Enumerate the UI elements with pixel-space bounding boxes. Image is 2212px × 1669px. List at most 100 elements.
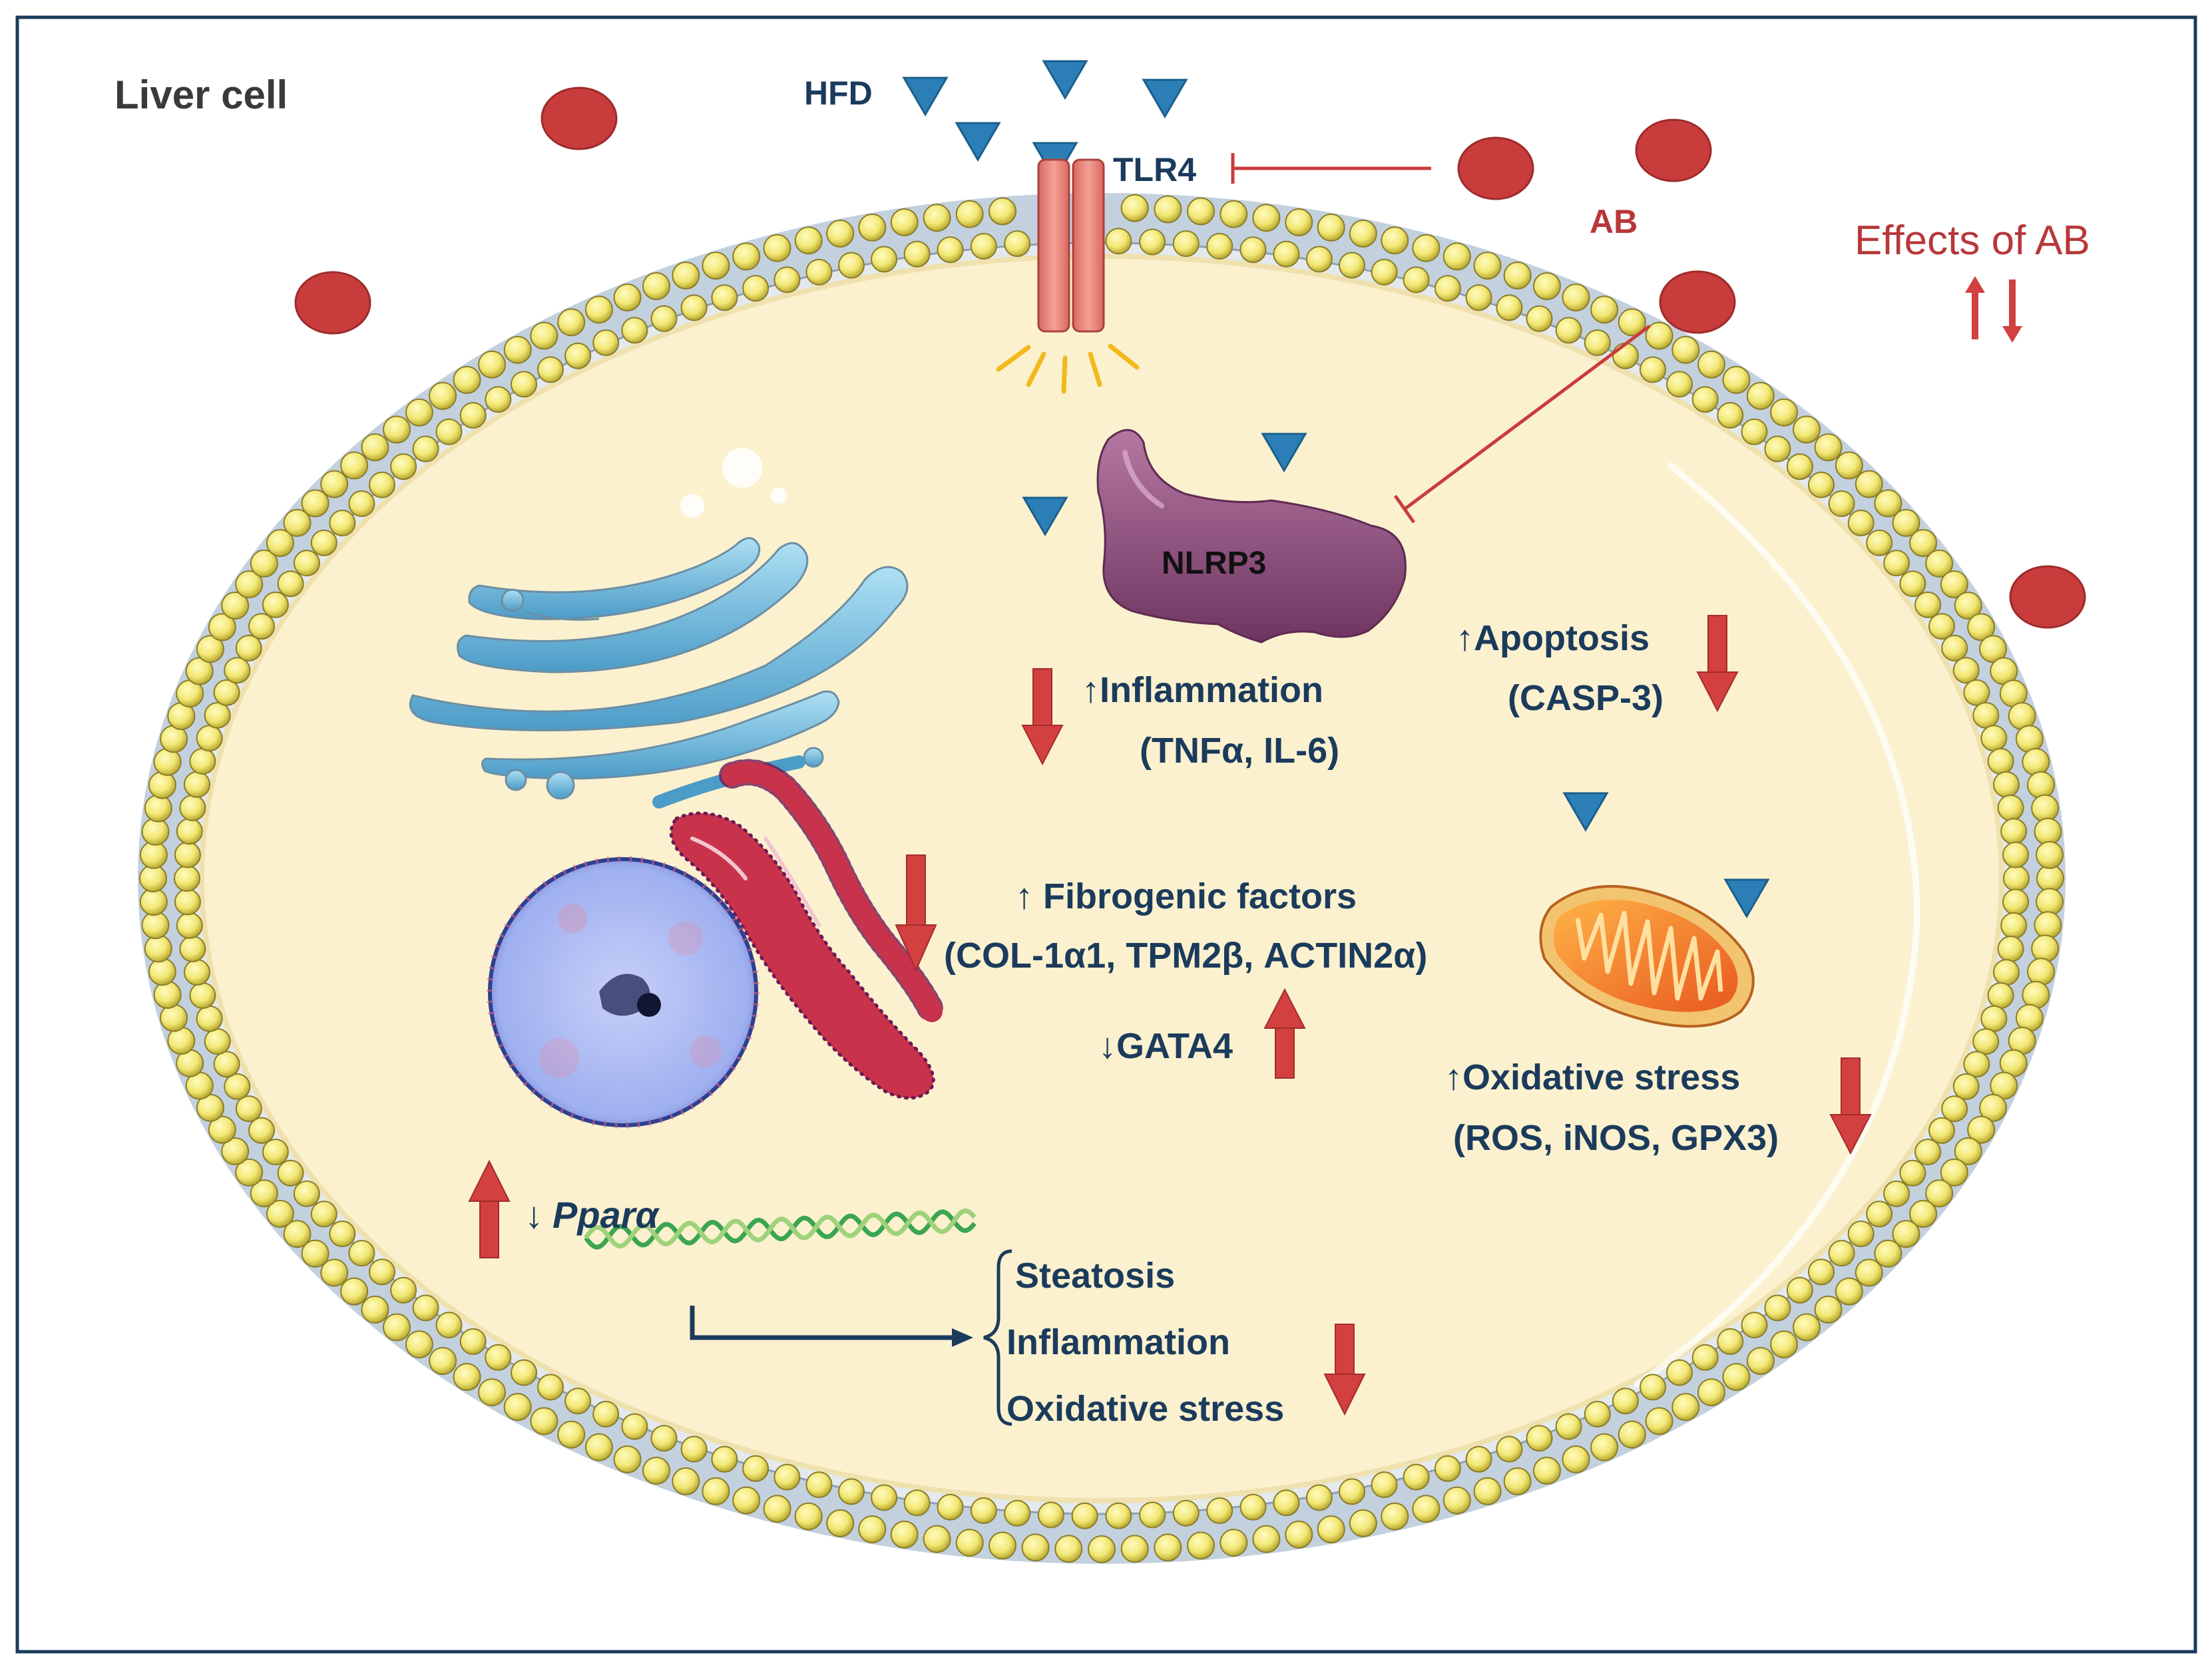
lipid-head: [584, 295, 613, 324]
lipid-head: [1371, 1471, 1398, 1499]
lipid-head: [1139, 228, 1166, 256]
lipid-head: [1285, 208, 1313, 236]
lipid-head: [1814, 1295, 1843, 1324]
tlr4-subunit-left: [1037, 158, 1070, 333]
lipid-head: [511, 371, 537, 398]
lipid-head: [1892, 1220, 1920, 1248]
lipid-head: [179, 795, 206, 821]
lipid-head: [702, 1477, 730, 1505]
lipid-head: [1120, 194, 1149, 222]
lipid-head: [537, 1374, 564, 1401]
lipid-head: [1954, 592, 1982, 620]
lipid-head: [1666, 371, 1693, 398]
lipid-head: [672, 262, 700, 289]
lipid-head: [763, 234, 791, 262]
lipid-head: [1786, 1276, 1813, 1304]
lipid-head: [1154, 1533, 1182, 1562]
lipid-head: [1892, 508, 1920, 537]
lipid-head: [1770, 398, 1799, 427]
lipid-head: [144, 934, 172, 963]
lipid-head: [1071, 1502, 1098, 1529]
lipid-head: [301, 1239, 330, 1268]
lipid-head: [2034, 911, 2062, 940]
lipid-head: [2036, 840, 2064, 869]
lipid-head: [672, 1467, 700, 1495]
lipid-head: [1866, 1201, 1893, 1228]
lipid-head: [148, 958, 176, 986]
lipid-head: [970, 233, 997, 260]
lipid-head: [1239, 236, 1267, 264]
lipid-head: [1941, 634, 1968, 661]
lipid-head: [204, 701, 231, 729]
lipid-head: [1741, 418, 1768, 445]
lipid-head: [1691, 386, 1719, 413]
lipid-head: [1317, 1515, 1345, 1544]
lipid-head: [1954, 1137, 1982, 1165]
lipid-head: [1993, 959, 2020, 986]
lipid-head: [1088, 1535, 1116, 1563]
lipid-head: [1403, 266, 1430, 293]
lipid-head: [459, 402, 487, 429]
lipid-head: [1940, 570, 1968, 599]
lipid-head: [1105, 228, 1132, 255]
hfd-triangle: [1022, 496, 1068, 536]
lipid-head: [805, 1471, 833, 1499]
lipid-head: [1120, 1535, 1149, 1563]
lipid-head: [650, 1425, 678, 1452]
lipid-heads-outer: [139, 194, 2064, 1563]
lipid-head: [1187, 197, 1215, 226]
lipid-head: [732, 242, 761, 271]
lipid-head: [732, 1486, 761, 1515]
lipid-head: [1835, 1277, 1863, 1306]
lipid-head: [989, 197, 1016, 226]
lipid-head: [1285, 1521, 1313, 1549]
lipid-head: [148, 771, 176, 799]
up-arrow-icon: [1263, 988, 1306, 1079]
lipid-head: [530, 1407, 558, 1435]
ab-particle: [2009, 565, 2086, 629]
lipid-head: [196, 725, 223, 752]
gene-expression-arrowhead: [952, 1328, 973, 1347]
lipid-head: [174, 888, 201, 916]
lipid-head: [2027, 958, 2056, 986]
lipid-head: [174, 865, 200, 892]
lipid-head: [1590, 1433, 1619, 1461]
lipid-head: [1997, 795, 2024, 821]
lipid-heads-inner: [174, 228, 2030, 1529]
lipid-head: [1339, 252, 1365, 279]
lipid-head: [301, 489, 330, 518]
lipid-head: [1273, 1489, 1300, 1517]
lipid-head: [970, 1497, 997, 1524]
ab-particle: [1457, 136, 1534, 200]
lipid-head: [429, 1347, 457, 1376]
lipid-head: [1381, 1502, 1409, 1531]
lipid-head: [141, 911, 170, 940]
lipid-head: [613, 283, 642, 311]
lipid-head: [453, 365, 481, 394]
lipid-head: [1004, 230, 1031, 258]
lipid-head: [248, 613, 275, 640]
lipid-head: [1434, 1455, 1461, 1482]
lipid-head: [1612, 342, 1639, 369]
lipid-head: [871, 1484, 898, 1511]
diagram-title: Liver cell: [114, 73, 288, 117]
endoplasmic-reticulum: [669, 759, 945, 1100]
lipid-head: [1697, 1378, 1725, 1407]
lipid-head: [557, 308, 586, 337]
lipid-head: [838, 1478, 865, 1505]
lipid-head: [1722, 1363, 1751, 1391]
lipid-head: [176, 912, 203, 939]
lipid-head: [923, 204, 951, 232]
lipid-head: [1037, 1501, 1064, 1529]
lipid-head: [277, 570, 304, 598]
down-arrow-icon: [1696, 615, 1739, 713]
lipid-head: [1252, 204, 1281, 232]
lipid-head: [1814, 433, 1843, 462]
ab-effect-arrows: [468, 615, 1872, 1416]
lipid-head: [1909, 1200, 1938, 1228]
lipid-head: [478, 350, 506, 379]
cytoplasm-highlight: [1634, 463, 1921, 1388]
lipid-head: [1909, 529, 1938, 557]
lipid-head: [613, 1445, 642, 1473]
effects-legend-arrows: [1965, 276, 2022, 343]
